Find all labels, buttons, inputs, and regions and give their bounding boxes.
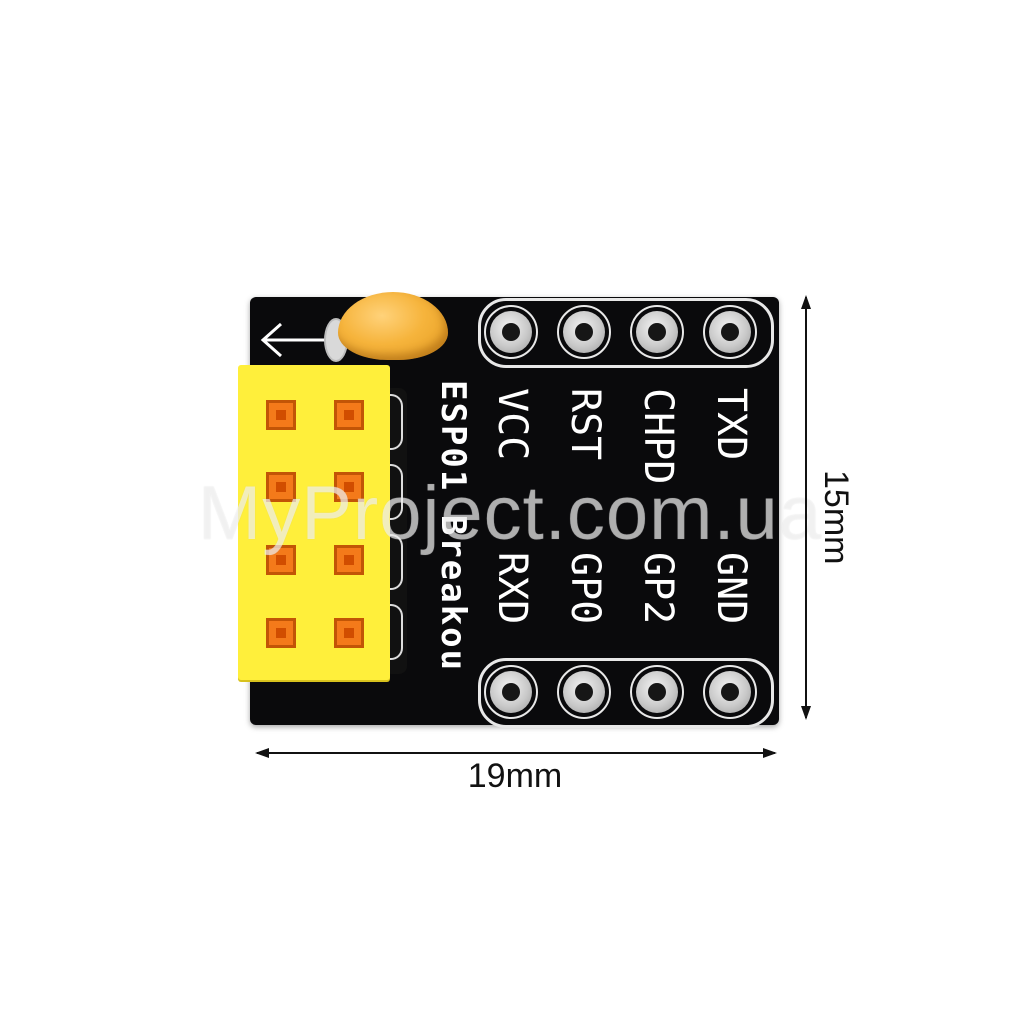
- pin-pad: [703, 665, 757, 719]
- height-dimension-label: 15mm: [817, 470, 855, 565]
- socket-contact: [266, 618, 296, 648]
- pad-row-outline-bottom: [478, 658, 774, 728]
- pin-pad: [703, 305, 757, 359]
- board-title-silkscreen: ESP01 Breakou: [433, 380, 473, 673]
- socket-contact: [334, 618, 364, 648]
- socket-contact: [266, 545, 296, 575]
- width-dimension-label: 19mm: [467, 757, 563, 795]
- pin-pad: [484, 665, 538, 719]
- socket-contact: [334, 400, 364, 430]
- pin-label-gp2: GP2: [635, 552, 681, 625]
- capacitor: [338, 292, 448, 360]
- pin-label-rst: RST: [562, 388, 608, 461]
- width-dimension-line: [255, 748, 777, 758]
- pin-label-rxd: RXD: [489, 552, 535, 625]
- socket-contact: [266, 472, 296, 502]
- pin-pad: [630, 305, 684, 359]
- arrow-left-icon: [260, 322, 325, 358]
- socket-contact: [266, 400, 296, 430]
- pin-label-chpd: CHPD: [635, 388, 681, 485]
- pin-pad: [557, 305, 611, 359]
- socket-contact: [334, 472, 364, 502]
- socket-contact: [334, 545, 364, 575]
- female-header-socket: [238, 365, 390, 680]
- pad-row-outline-top: [478, 298, 774, 368]
- pin-pad: [630, 665, 684, 719]
- pin-label-gnd: GND: [708, 552, 754, 625]
- pin-label-txd: TXD: [708, 388, 754, 461]
- pin-label-vcc: VCC: [489, 388, 535, 461]
- pin-pad: [484, 305, 538, 359]
- pin-label-gp0: GP0: [562, 552, 608, 625]
- height-dimension-line: [801, 295, 811, 720]
- watermark: MyProject.com.ua: [197, 471, 823, 556]
- pin-pad: [557, 665, 611, 719]
